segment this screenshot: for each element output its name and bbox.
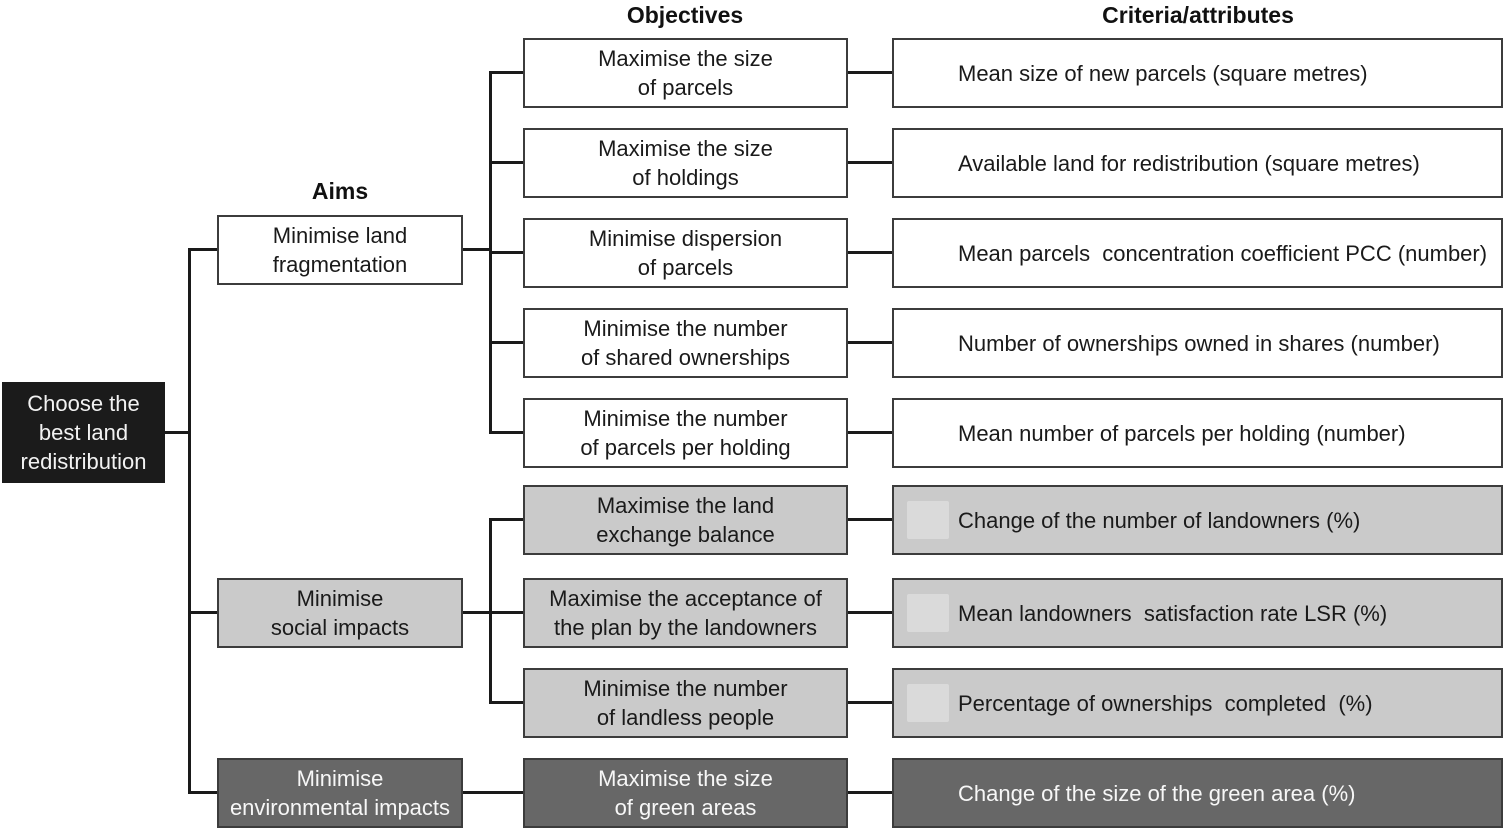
objective-box: Maximise the land exchange balance [523, 485, 848, 555]
criteria-box: Mean size of new parcels (square metres) [892, 38, 1503, 108]
connector-line [848, 518, 892, 521]
objective-label: Maximise the size of holdings [598, 136, 773, 190]
connector-line [489, 251, 523, 254]
criteria-label: Number of ownerships owned in shares (nu… [958, 330, 1440, 356]
objective-label: Minimise the number of parcels per holdi… [580, 406, 791, 460]
aim-label: Minimise social impacts [270, 586, 410, 640]
connector-line [489, 431, 523, 434]
connector-line [489, 701, 523, 704]
aim-box-social-impacts: Minimise social impacts [217, 578, 463, 648]
connector-line [463, 791, 523, 794]
connector-line [848, 251, 892, 254]
criteria-box: Change of the size of the green area (%) [892, 758, 1503, 828]
objective-box: Minimise the number of shared ownerships [523, 308, 848, 378]
root-node-label: Choose the best land redistribution [20, 391, 147, 474]
objective-box: Minimise dispersion of parcels [523, 218, 848, 288]
criteria-label: Change of the number of landowners (%) [958, 507, 1361, 533]
objectives-column-header: Objectives [626, 2, 744, 28]
criteria-label: Available land for redistribution (squar… [958, 150, 1420, 176]
criteria-column-header: Criteria/attributes [1102, 2, 1294, 28]
criteria-label: Mean size of new parcels (square metres) [958, 60, 1368, 86]
criteria-box: Mean parcels concentration coefficient P… [892, 218, 1503, 288]
aim-box-land-fragmentation: Minimise land fragmentation [217, 215, 463, 285]
aim-label: Minimise land fragmentation [272, 223, 408, 277]
connector-line [489, 71, 523, 74]
aim-label: Minimise environmental impacts [229, 766, 451, 820]
objective-label: Maximise the size of parcels [598, 46, 773, 100]
erased-patch-artifact [907, 501, 949, 539]
connector-line [489, 161, 523, 164]
connector-line [489, 341, 523, 344]
connector-line [848, 701, 892, 704]
connector-line [188, 248, 217, 251]
objective-label: Maximise the acceptance of the plan by t… [549, 586, 822, 640]
connector-line [848, 341, 892, 344]
objective-box: Maximise the acceptance of the plan by t… [523, 578, 848, 648]
objective-box: Maximise the size of holdings [523, 128, 848, 198]
aims-column-header: Aims [311, 178, 369, 204]
connector-line [848, 791, 892, 794]
root-node: Choose the best land redistribution [2, 382, 165, 483]
objective-box: Maximise the size of parcels [523, 38, 848, 108]
connector-line [848, 611, 892, 614]
criteria-label: Mean landowners satisfaction rate LSR (%… [958, 600, 1388, 626]
connector-line [463, 248, 492, 251]
objective-label: Maximise the size of green areas [598, 766, 773, 820]
criteria-box: Mean number of parcels per holding (numb… [892, 398, 1503, 468]
criteria-label: Percentage of ownerships completed (%) [958, 690, 1373, 716]
connector-line [188, 611, 217, 614]
erased-patch-artifact [907, 684, 949, 722]
connector-line [188, 248, 191, 794]
objective-label: Minimise dispersion of parcels [588, 226, 783, 280]
criteria-label: Mean parcels concentration coefficient P… [958, 240, 1488, 266]
connector-line [489, 518, 523, 521]
connector-line [489, 611, 523, 614]
objective-label: Minimise the number of landless people [583, 676, 788, 730]
objective-box: Minimise the number of landless people [523, 668, 848, 738]
objective-box: Minimise the number of parcels per holdi… [523, 398, 848, 468]
connector-line [463, 611, 492, 614]
objective-label: Maximise the land exchange balance [596, 493, 775, 547]
criteria-label: Change of the size of the green area (%) [958, 780, 1356, 806]
criteria-box: Change of the number of landowners (%) [892, 485, 1503, 555]
criteria-box: Percentage of ownerships completed (%) [892, 668, 1503, 738]
objective-label: Minimise the number of shared ownerships [580, 316, 791, 370]
connector-line [188, 791, 217, 794]
criteria-box: Number of ownerships owned in shares (nu… [892, 308, 1503, 378]
criteria-label: Mean number of parcels per holding (numb… [958, 420, 1406, 446]
connector-line [848, 161, 892, 164]
criteria-box: Available land for redistribution (squar… [892, 128, 1503, 198]
connector-line [848, 71, 892, 74]
connector-line [165, 431, 191, 434]
erased-patch-artifact [907, 594, 949, 632]
objective-box: Maximise the size of green areas [523, 758, 848, 828]
connector-line [848, 431, 892, 434]
aim-box-environmental-impacts: Minimise environmental impacts [217, 758, 463, 828]
criteria-box: Mean landowners satisfaction rate LSR (%… [892, 578, 1503, 648]
